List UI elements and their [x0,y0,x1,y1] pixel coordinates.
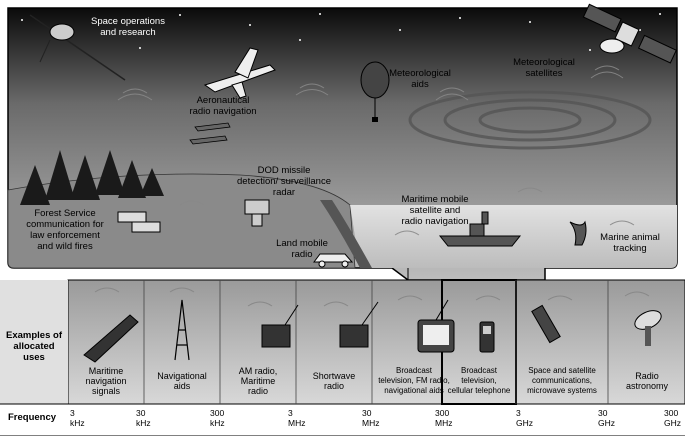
label-space-operations: Space operations and research [91,16,165,38]
label-maritime-mobile: Maritime mobile satellite and radio navi… [401,194,469,227]
frequency-header: Frequency [8,412,57,423]
hurricane [408,90,652,150]
road [320,200,372,268]
shortwave-radio-icon [339,301,379,348]
label-dod-radar: DOD missile detection/ surveillance rada… [237,165,331,198]
column-dividers [143,280,609,404]
airplane-icon [203,47,276,99]
band-label-navigational-aids: Navigational aids [157,371,207,391]
signal-arcs [117,65,635,236]
band-label-broadcast-fm: Broadcast television, FM radio, navigati… [378,366,450,395]
band-label-am-radio: AM radio, Maritime radio [238,366,278,396]
label-land-mobile-radio: Land mobile radio [276,238,328,260]
band-label-shortwave-radio: Shortwave radio [312,371,356,391]
examples-header: Examples of allocated uses [6,330,62,363]
car-icon [313,253,354,268]
band-label-maritime-navigation: Maritime navigation signals [85,366,127,396]
forest [20,150,164,205]
fighter-jets-icon [189,122,231,145]
ship-icon [438,211,522,247]
am-radio-icon [261,304,299,348]
cargo-ship-icon [83,314,139,363]
weather-balloon-icon [360,61,390,122]
band-label-broadcast-cellular: Broadcast television, cellular telephone [447,366,511,395]
scene-panel [7,3,678,281]
band-label-space-satellite: Space and satellite communications, micr… [527,366,597,395]
trucks-icon [117,211,161,233]
radio-telescope-icon [634,310,662,346]
space-probe-icon [29,14,126,81]
cell-phone-icon [479,321,495,353]
band-label-radio-astronomy: Radio astronomy [625,371,669,391]
label-marine-animal-tracking: Marine animal tracking [600,232,660,254]
weather-satellite-icon [582,3,677,64]
radio-tower-icon [174,299,190,361]
label-forest-service: Forest Service communication for law enf… [26,208,104,252]
label-meteorological-satellites: Meteorological satellites [513,57,575,79]
television-icon [417,299,455,353]
label-aeronautical-radio-navigation: Aeronautical radio navigation [189,95,257,117]
satellite-icon [531,304,561,344]
radar-station-icon [244,199,270,227]
whale-tail-icon [569,220,587,246]
label-meteorological-aids: Meteorological aids [389,68,451,90]
allocation-table [0,268,685,436]
table-signal-arcs [94,287,650,307]
stars [21,13,661,51]
